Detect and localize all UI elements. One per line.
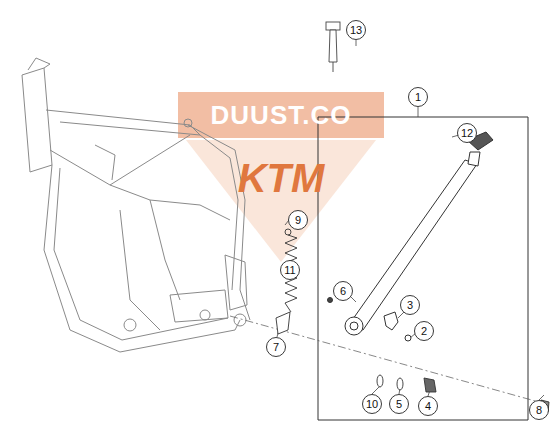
- callout-circle: [458, 124, 477, 143]
- callout-number: 2: [421, 326, 427, 337]
- callout-number: 10: [366, 399, 378, 410]
- leader-lines: [277, 40, 544, 400]
- callout-circle: [334, 282, 353, 301]
- callout-number: 13: [350, 25, 362, 36]
- tool: [326, 22, 340, 72]
- callout-circle: [267, 338, 286, 357]
- callout-circle: [401, 296, 420, 315]
- callout-number: 12: [461, 128, 473, 139]
- watermark-text: KTM: [238, 158, 325, 198]
- callout-number: 4: [425, 401, 431, 412]
- callout-circle: [347, 21, 366, 40]
- callout-number: 7: [273, 342, 279, 353]
- callout-number: 8: [536, 405, 542, 416]
- watermark-text: DUUST.CO: [211, 102, 352, 128]
- callout-circle: [530, 401, 549, 420]
- callout-circle: [419, 397, 438, 416]
- callout-circle: [289, 211, 308, 230]
- callout-number: 6: [340, 286, 346, 297]
- callout-number: 3: [407, 300, 413, 311]
- callout-circle: [409, 88, 428, 107]
- callout-circle: [281, 261, 300, 280]
- callout-circle: [390, 395, 409, 414]
- callout-circle: [415, 322, 434, 341]
- side-stand: [328, 132, 494, 341]
- callout-number: 9: [295, 215, 301, 226]
- callout-number: 1: [415, 92, 421, 103]
- callout-number: 5: [396, 399, 402, 410]
- callout-circle: [363, 395, 382, 414]
- callout-number: 11: [284, 265, 295, 276]
